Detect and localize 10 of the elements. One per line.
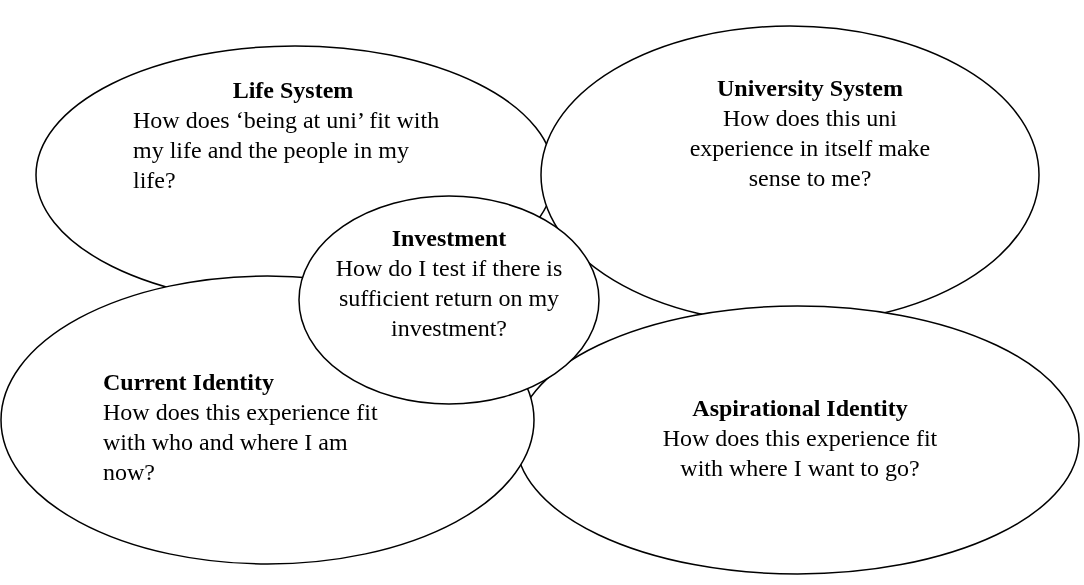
question-text: How does this experience fit with who and where I am now? — [103, 398, 379, 487]
question-text: How does this uni experience in itself make sense to me? — [688, 104, 932, 193]
heading: Current Identity — [103, 368, 275, 397]
question-text: How do I test if there is sufficient return on my investment? — [334, 254, 564, 343]
question-text: How does ‘being at uni’ fit with my life and the people in my life? — [133, 106, 441, 195]
question-text: How does this experience fit with where I want to go? — [661, 424, 939, 483]
heading: University System — [716, 74, 904, 103]
heading: Life System — [231, 76, 355, 105]
heading: Investment — [390, 224, 508, 253]
heading: Aspirational Identity — [691, 394, 909, 423]
